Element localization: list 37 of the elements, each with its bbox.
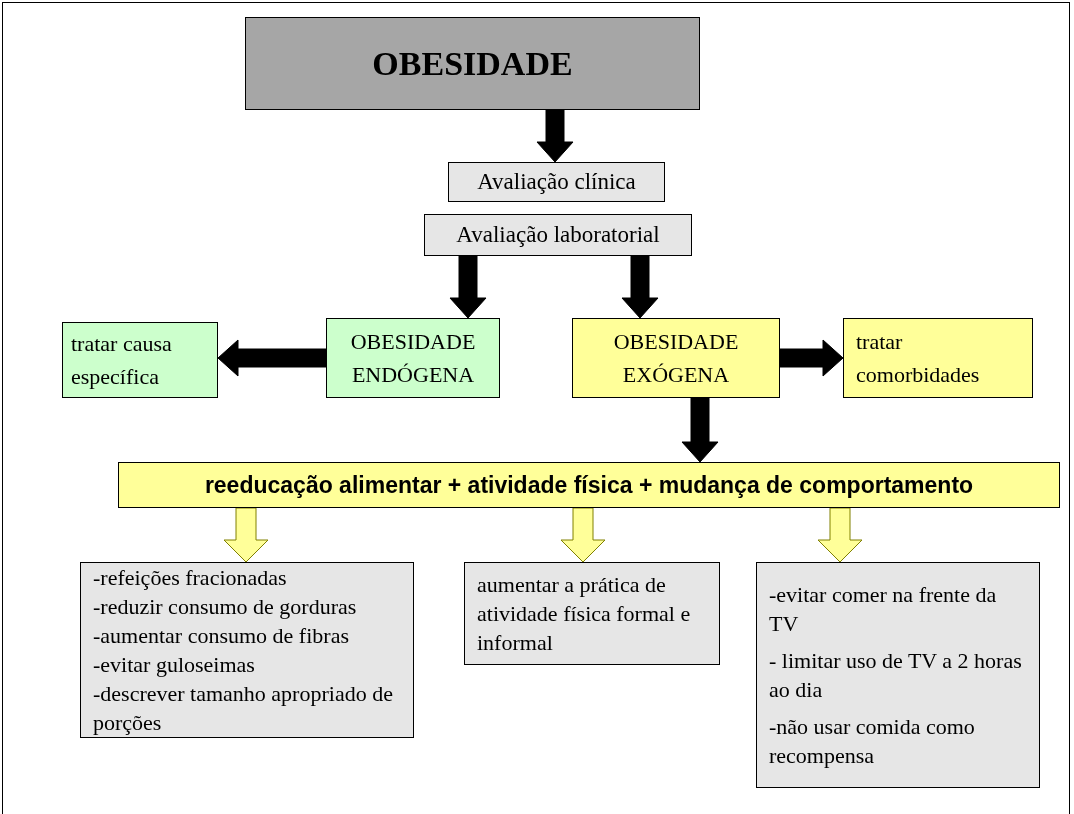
block-arrow [681,397,719,463]
node-text: aumentar a prática de atividade física formal e informal [477,571,692,657]
block-arrow [621,255,659,319]
title-box [245,17,700,110]
node-text: tratar comorbidades [856,328,981,389]
block-arrow [449,255,487,319]
list-box [80,562,414,738]
node-text: Avaliação laboratorial [456,220,660,249]
node-text: Avaliação clínica [477,167,636,196]
node-text: -evitar comer na frente da TV [769,581,998,638]
node-text: -reduzir consumo de gorduras [93,593,357,621]
block-arrow [779,339,844,377]
category-box [326,318,500,398]
node-text: OBESIDADE ENDÓGENA [349,328,477,389]
node-text: -descrever tamanho apropriado de porções [93,680,394,737]
block-arrow [817,507,863,563]
process-box [62,322,218,398]
node-text: tratar causa específica [71,330,173,391]
category-box [572,318,780,398]
node-text: -não usar comida como recompensa [769,713,976,770]
block-arrow [223,507,269,563]
node-text: - limitar uso de TV a 2 horas ao dia [769,647,1023,704]
strategy-bar [118,462,1060,508]
node-text: -evitar guloseimas [93,651,255,679]
block-arrow [560,507,606,563]
process-box [424,214,692,256]
node-text: reeducação alimentar + atividade física + mudança de comportamento [204,470,974,500]
node-text: OBESIDADE [372,44,573,84]
block-arrow [217,339,327,377]
block-arrow [536,109,574,163]
node-text: -aumentar consumo de fibras [93,622,349,650]
list-box [464,562,720,665]
node-text: -refeições fracionadas [93,564,287,592]
process-box [843,318,1033,398]
process-box [448,162,665,202]
list-box [756,562,1040,788]
node-text: OBESIDADE EXÓGENA [612,328,740,389]
